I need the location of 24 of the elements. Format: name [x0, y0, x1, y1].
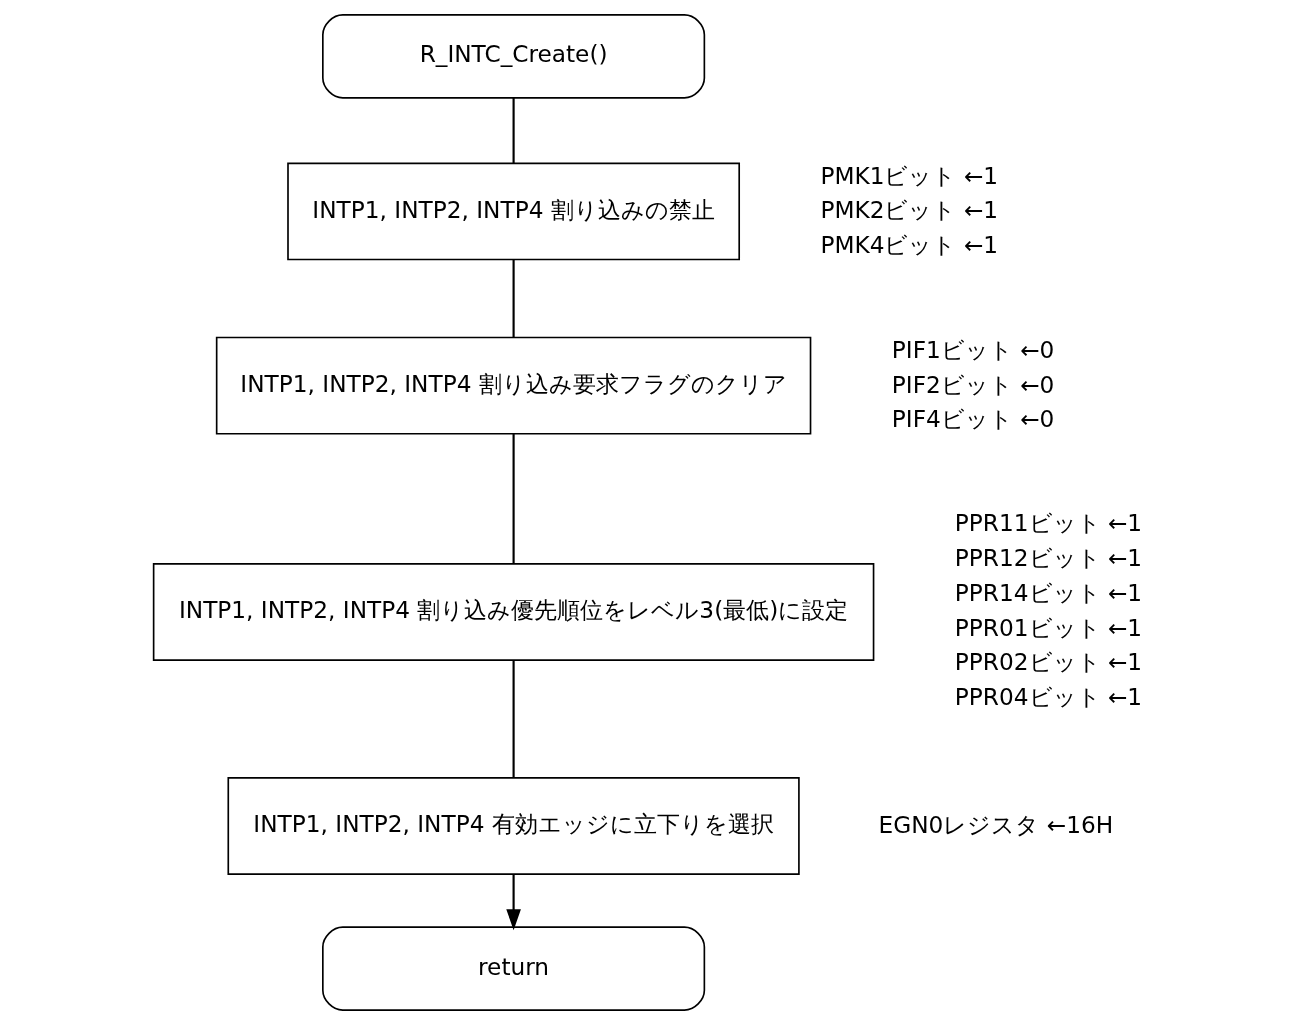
node-label: PIF1ビット ←0 — [891, 335, 1055, 363]
node-label: PPR02ビット ←1 — [954, 648, 1143, 676]
node-label: PIF4ビット ←0 — [891, 405, 1055, 433]
node-box: INTP1, INTP2, INTP4 割り込み優先順位をレベル3(最低)に設定 — [152, 563, 875, 661]
arrow — [506, 874, 521, 931]
connector — [512, 259, 515, 338]
connector — [512, 97, 515, 164]
node-box: INTP1, INTP2, INTP4 割り込みの禁止 — [287, 162, 741, 261]
node-label: PPR01ビット ←1 — [954, 613, 1143, 641]
node-box: INTP1, INTP2, INTP4 有効エッジに立下りを選択 — [227, 777, 800, 875]
node-box: INTP1, INTP2, INTP4 割り込み要求フラグのクリア — [215, 336, 812, 435]
node-label: PMK2ビット ←1 — [820, 196, 999, 224]
node-label: EGN0レジスタ ←16H — [878, 810, 1114, 838]
connector — [512, 660, 515, 778]
node-label: PPR04ビット ←1 — [954, 683, 1143, 711]
connector — [512, 434, 515, 564]
node-label: PMK1ビット ←1 — [820, 161, 999, 189]
node-label: PPR14ビット ←1 — [954, 578, 1143, 606]
node-label: PIF2ビット ←0 — [891, 370, 1055, 398]
node-box: return — [322, 926, 706, 1011]
node-label: PMK4ビット ←1 — [820, 231, 999, 259]
node-label: PPR12ビット ←1 — [954, 543, 1143, 571]
node-label: PPR11ビット ←1 — [954, 509, 1143, 537]
node-box: R_INTC_Create() — [322, 14, 706, 99]
